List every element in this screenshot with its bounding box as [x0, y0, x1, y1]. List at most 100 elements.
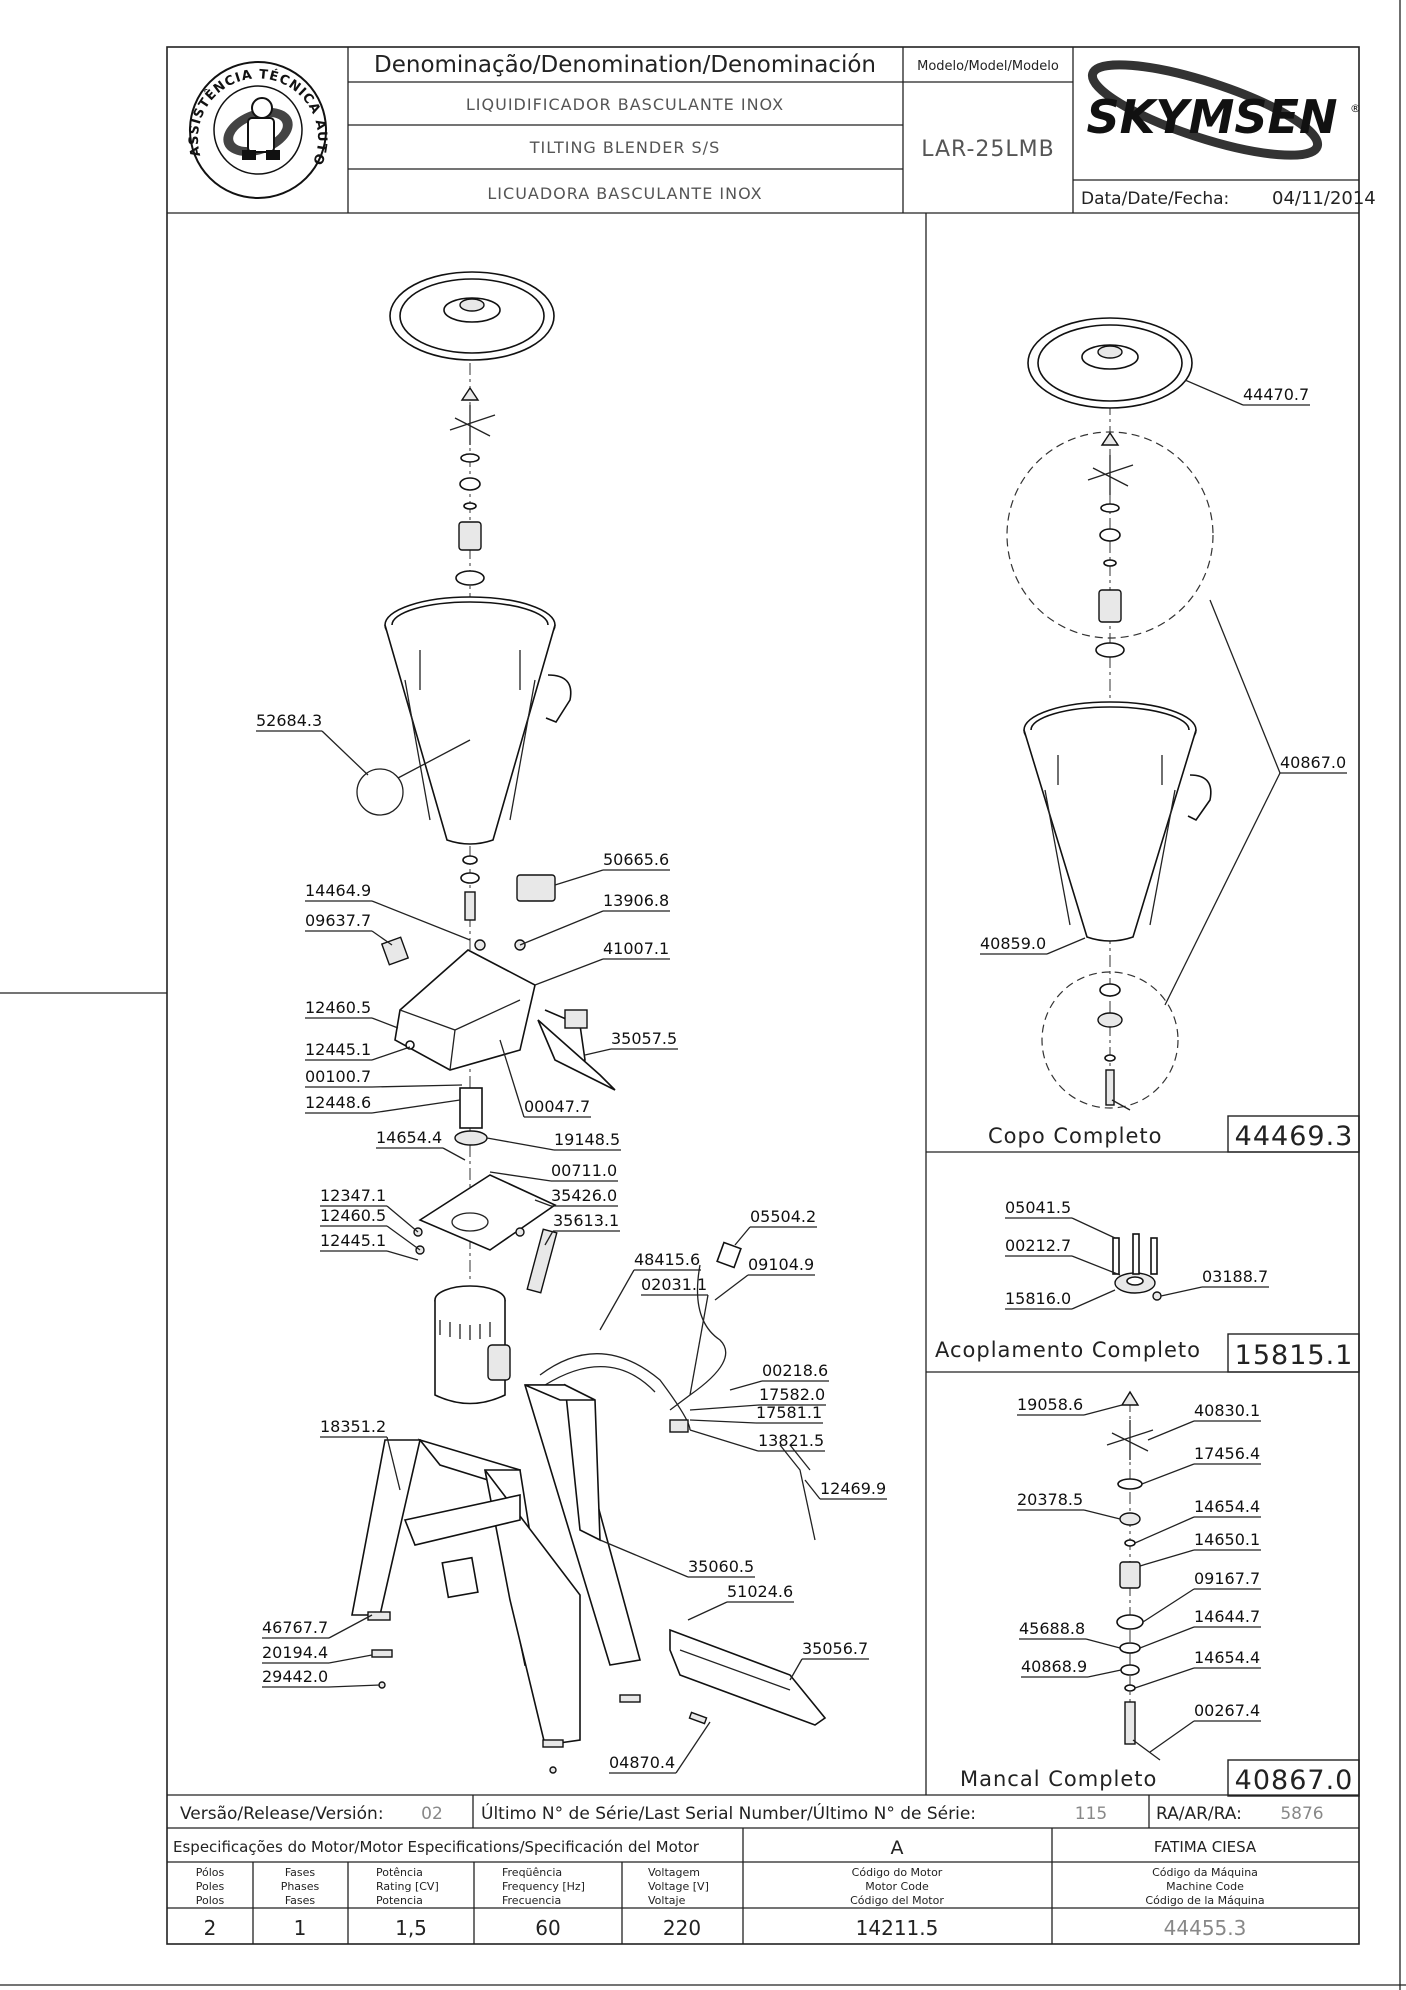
spec-column-rating: Potência Rating [CV] Potencia 1,5	[376, 1866, 439, 1940]
svg-text:40867.0: 40867.0	[1280, 753, 1346, 772]
part-label: 18351.2	[320, 1417, 401, 1491]
version-value: 02	[421, 1804, 443, 1824]
ra-value: 5876	[1280, 1804, 1323, 1824]
svg-text:00212.7: 00212.7	[1005, 1236, 1071, 1255]
svg-text:03188.7: 03188.7	[1202, 1267, 1268, 1286]
motor-spec-title: Especificações do Motor/Motor Especifica…	[173, 1838, 700, 1856]
copo-completo-panel: 44470.7 40867.0 40859.0 Copo Completo 44…	[980, 317, 1360, 1153]
part-label: 00100.7	[305, 1067, 463, 1088]
part-label: 40830.1	[1147, 1401, 1261, 1441]
spec-column-voltage: Voltagem Voltage [V] Voltaje 220	[648, 1866, 709, 1940]
mancal-title: Mancal Completo	[960, 1767, 1157, 1791]
part-label: 35060.5	[599, 1539, 755, 1578]
svg-text:14654.4: 14654.4	[376, 1128, 442, 1147]
svg-text:09167.7: 09167.7	[1194, 1569, 1260, 1588]
svg-text:Freqüência: Freqüência	[502, 1866, 562, 1879]
svg-text:00711.0: 00711.0	[551, 1161, 617, 1180]
part-label: 13821.5	[689, 1429, 825, 1452]
part-label: 48415.6	[599, 1250, 701, 1331]
svg-text:12460.5: 12460.5	[320, 1206, 386, 1225]
version-label: Versão/Release/Versión:	[180, 1804, 384, 1824]
svg-text:35426.0: 35426.0	[551, 1186, 617, 1205]
part-label: 09637.7	[305, 911, 393, 946]
part-label: 35613.1	[544, 1211, 620, 1246]
date-value: 04/11/2014	[1272, 188, 1376, 209]
part-label: 52684.3	[256, 711, 369, 776]
part-label: 35056.7	[789, 1639, 869, 1681]
motor-letter: A	[891, 1837, 904, 1859]
svg-text:Frequency [Hz]: Frequency [Hz]	[502, 1880, 585, 1893]
part-label: 00267.4	[1149, 1701, 1261, 1753]
svg-text:44455.3: 44455.3	[1164, 1916, 1247, 1940]
part-label: 05041.5	[1005, 1198, 1116, 1239]
svg-text:45688.8: 45688.8	[1019, 1619, 1085, 1638]
svg-text:®: ®	[1350, 102, 1361, 115]
svg-text:1: 1	[294, 1916, 307, 1940]
svg-text:15816.0: 15816.0	[1005, 1289, 1071, 1308]
svg-text:00267.4: 00267.4	[1194, 1701, 1260, 1720]
part-label: 14654.4	[1134, 1497, 1261, 1544]
denomination-title: Denominação/Denomination/Denominación	[374, 52, 876, 78]
svg-text:14650.1: 14650.1	[1194, 1530, 1260, 1549]
part-label: 40867.0	[1164, 599, 1347, 1006]
title-block: ASSISTÊNCIA TÉCNICA AUTORIZADA Denominaç…	[0, 0, 1376, 214]
svg-text:Fases: Fases	[285, 1894, 316, 1907]
svg-text:Voltagem: Voltagem	[648, 1866, 700, 1879]
part-label: 35426.0	[534, 1186, 618, 1207]
svg-text:14644.7: 14644.7	[1194, 1607, 1260, 1626]
svg-text:60: 60	[535, 1916, 560, 1940]
svg-text:19148.5: 19148.5	[554, 1130, 620, 1149]
svg-text:17581.1: 17581.1	[756, 1403, 822, 1422]
svg-text:20378.5: 20378.5	[1017, 1490, 1083, 1509]
part-label: 40868.9	[1021, 1657, 1122, 1678]
part-label: 50665.6	[554, 850, 670, 886]
part-label: 14644.7	[1139, 1607, 1261, 1649]
svg-text:Frecuencia: Frecuencia	[502, 1894, 561, 1907]
svg-text:1,5: 1,5	[395, 1916, 427, 1940]
svg-text:SKYMSEN: SKYMSEN	[1087, 90, 1338, 144]
model-value: LAR-25LMB	[921, 137, 1054, 162]
serial-value: 115	[1075, 1804, 1107, 1824]
main-part-labels: 52684.3 50665.6 14464.9 13906.8 09637.7 …	[256, 711, 887, 1774]
svg-text:48415.6: 48415.6	[634, 1250, 700, 1269]
model-title: Modelo/Model/Modelo	[917, 59, 1059, 74]
part-label: 12347.1	[320, 1186, 419, 1233]
svg-text:09637.7: 09637.7	[305, 911, 371, 930]
svg-text:220: 220	[663, 1916, 701, 1940]
svg-text:Fases: Fases	[285, 1866, 316, 1879]
drawing-frame	[166, 46, 1360, 1945]
part-label: 14650.1	[1139, 1530, 1261, 1567]
part-label: 00218.6	[729, 1361, 829, 1391]
ra-label: RA/AR/RA:	[1156, 1804, 1242, 1824]
svg-text:Polos: Polos	[196, 1894, 225, 1907]
spec-column-machine-code: Código da Máquina Machine Code Código de…	[1145, 1866, 1264, 1940]
svg-text:Potencia: Potencia	[376, 1894, 423, 1907]
spec-column-phases: Fases Phases Fases 1	[281, 1866, 320, 1940]
part-label: 12445.1	[320, 1231, 419, 1261]
spec-column-poles: Pólos Poles Polos 2	[196, 1866, 225, 1940]
authorized-assistance-seal: ASSISTÊNCIA TÉCNICA AUTORIZADA	[0, 0, 328, 199]
part-label: 19058.6	[1017, 1395, 1123, 1416]
svg-text:52684.3: 52684.3	[256, 711, 322, 730]
part-label: 35057.5	[584, 1029, 678, 1056]
part-label: 12445.1	[305, 1040, 411, 1061]
part-label: 12469.9	[804, 1479, 887, 1500]
part-label: 19148.5	[486, 1130, 621, 1151]
svg-text:40868.9: 40868.9	[1021, 1657, 1087, 1676]
svg-text:Código del Motor: Código del Motor	[850, 1894, 944, 1907]
part-label: 00212.7	[1005, 1236, 1121, 1276]
svg-text:12347.1: 12347.1	[320, 1186, 386, 1205]
date-label: Data/Date/Fecha:	[1081, 189, 1229, 209]
svg-text:40830.1: 40830.1	[1194, 1401, 1260, 1420]
svg-text:29442.0: 29442.0	[262, 1667, 328, 1686]
svg-text:Machine Code: Machine Code	[1166, 1880, 1244, 1893]
name-pt: LIQUIDIFICADOR BASCULANTE INOX	[466, 95, 784, 114]
svg-text:35057.5: 35057.5	[611, 1029, 677, 1048]
svg-text:14654.4: 14654.4	[1194, 1648, 1260, 1667]
svg-text:41007.1: 41007.1	[603, 939, 669, 958]
svg-text:13821.5: 13821.5	[758, 1431, 824, 1450]
svg-text:Código de la Máquina: Código de la Máquina	[1145, 1894, 1264, 1907]
svg-text:Pólos: Pólos	[196, 1866, 225, 1879]
svg-text:13906.8: 13906.8	[603, 891, 669, 910]
